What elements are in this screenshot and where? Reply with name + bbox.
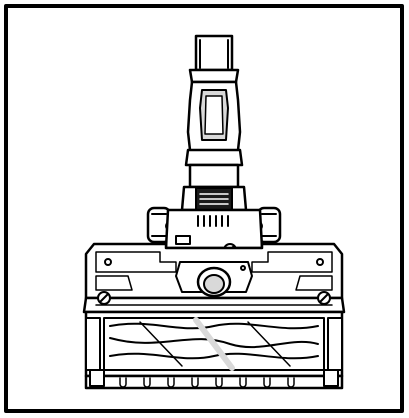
head-body [84, 242, 344, 300]
swivel-joint [180, 185, 248, 212]
brush-roll [84, 310, 344, 378]
front-lip [82, 291, 346, 314]
wand-tube [184, 34, 244, 189]
front-comb [84, 369, 344, 390]
